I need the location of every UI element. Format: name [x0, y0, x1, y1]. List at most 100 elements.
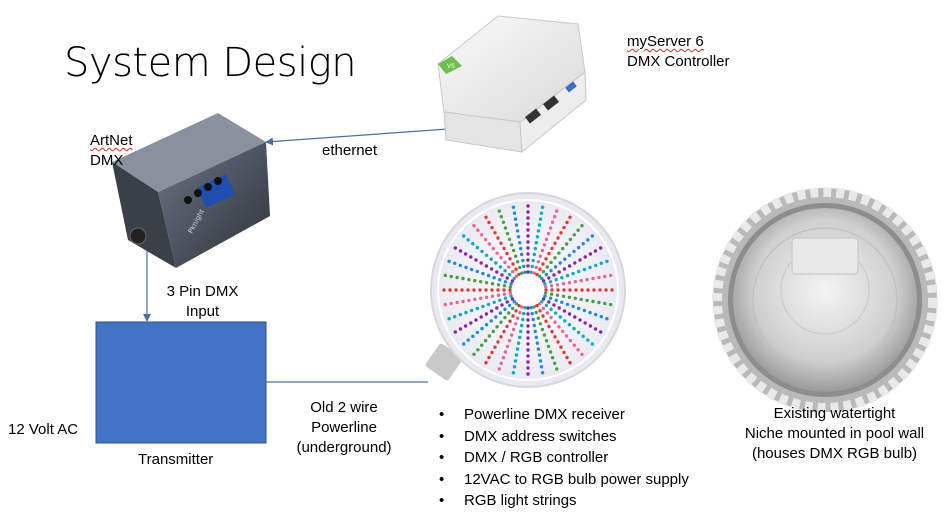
led-dot: [560, 300, 564, 304]
led-dot: [526, 360, 530, 364]
led-dot: [502, 292, 507, 296]
led-dot: [567, 312, 572, 316]
led-dot: [514, 223, 519, 227]
led-dot: [514, 254, 518, 258]
led-dot: [479, 261, 483, 265]
led-dot: [543, 294, 547, 298]
led-dot: [532, 305, 536, 309]
led-dot: [458, 312, 462, 317]
led-dot: [518, 335, 522, 339]
led-dot: [585, 277, 589, 282]
led-dot: [576, 348, 580, 352]
led-dot: [505, 300, 509, 304]
led-dot: [555, 293, 560, 297]
led-dot: [526, 330, 530, 334]
led-dot: [526, 258, 530, 262]
led-dot: [547, 276, 551, 280]
led-dot: [464, 265, 468, 270]
led-dot: [586, 238, 590, 242]
bulb-feature-list: Powerline DMX receiver DMX address switc…: [437, 404, 689, 512]
led-dot: [550, 288, 554, 292]
led-dot: [464, 310, 468, 315]
led-dot: [540, 371, 545, 375]
led-dot: [561, 282, 566, 286]
niche-label-line3: (houses DMX RGB bulb): [751, 445, 918, 462]
led-dot: [511, 314, 515, 318]
niche-label-line2: Niche mounted in pool wall: [744, 425, 925, 442]
led-dot: [542, 243, 547, 247]
led-dot: [540, 327, 545, 332]
niche-label-line1: Existing watertight: [773, 405, 896, 422]
led-dot: [538, 309, 542, 313]
led-dot: [568, 288, 572, 292]
myserver-device: VS: [437, 15, 587, 153]
list-item: DMX address switches: [437, 426, 689, 448]
led-dot: [556, 236, 560, 240]
led-dot: [496, 340, 500, 344]
led-dot: [493, 345, 497, 349]
led-dot: [497, 209, 501, 213]
page-title: System Design: [64, 40, 357, 86]
led-dot: [505, 231, 510, 236]
server-label: myServer 6 DMX Controller: [627, 32, 730, 72]
led-dot: [472, 288, 476, 292]
led-dot: [489, 267, 494, 271]
led-dot: [526, 318, 530, 322]
led-dot: [594, 312, 598, 317]
led-dot: [555, 367, 559, 371]
led-dot: [466, 338, 470, 342]
led-dot: [538, 322, 542, 326]
led-dot: [549, 307, 553, 311]
led-dot: [447, 317, 451, 321]
led-dot: [534, 265, 538, 270]
led-dot: [520, 305, 524, 309]
led-dot: [469, 321, 473, 325]
led-dot: [507, 311, 511, 315]
led-dot: [499, 256, 503, 260]
led-dot: [568, 338, 573, 343]
led-dot: [463, 252, 468, 256]
led-dot: [540, 248, 545, 253]
led-dot: [502, 284, 507, 288]
led-dot: [489, 319, 493, 323]
led-dot: [455, 275, 459, 280]
led-dot: [513, 217, 518, 221]
led-dot: [499, 335, 503, 339]
dmx-input-label-line2: Input: [185, 303, 220, 320]
led-dot: [565, 273, 570, 278]
transmitter-label: Transmitter: [138, 451, 214, 468]
led-dot: [522, 311, 526, 316]
led-dot: [567, 253, 572, 257]
artnet-dmx-device: Pknight: [112, 113, 270, 268]
led-dot: [519, 246, 523, 251]
led-dot: [461, 299, 465, 304]
led-dot: [507, 237, 512, 241]
list-item: 12VAC to RGB bulb power supply: [437, 469, 689, 491]
led-dot: [510, 269, 515, 274]
led-dot: [501, 220, 506, 224]
led-dot: [545, 265, 549, 269]
led-dot: [486, 302, 491, 307]
led-dot: [490, 294, 495, 298]
led-dot: [507, 272, 512, 277]
led-dot: [574, 288, 578, 292]
led-dot: [519, 329, 523, 334]
led-dot: [539, 365, 544, 369]
led-dot: [577, 306, 581, 311]
led-dot: [486, 273, 491, 278]
led-dot: [542, 333, 547, 337]
led-dot: [544, 303, 549, 308]
led-dot: [588, 252, 593, 256]
led-dot: [588, 265, 592, 270]
led-dot: [526, 336, 530, 340]
led-dot: [538, 217, 543, 221]
led-dot: [572, 343, 576, 347]
led-dot: [594, 263, 598, 268]
led-dot: [555, 209, 559, 213]
led-dot: [552, 273, 556, 277]
led-dot: [502, 246, 506, 251]
led-dot: [495, 251, 499, 255]
led-dot: [532, 252, 536, 257]
led-dot: [526, 264, 530, 268]
led-dot: [541, 314, 545, 318]
